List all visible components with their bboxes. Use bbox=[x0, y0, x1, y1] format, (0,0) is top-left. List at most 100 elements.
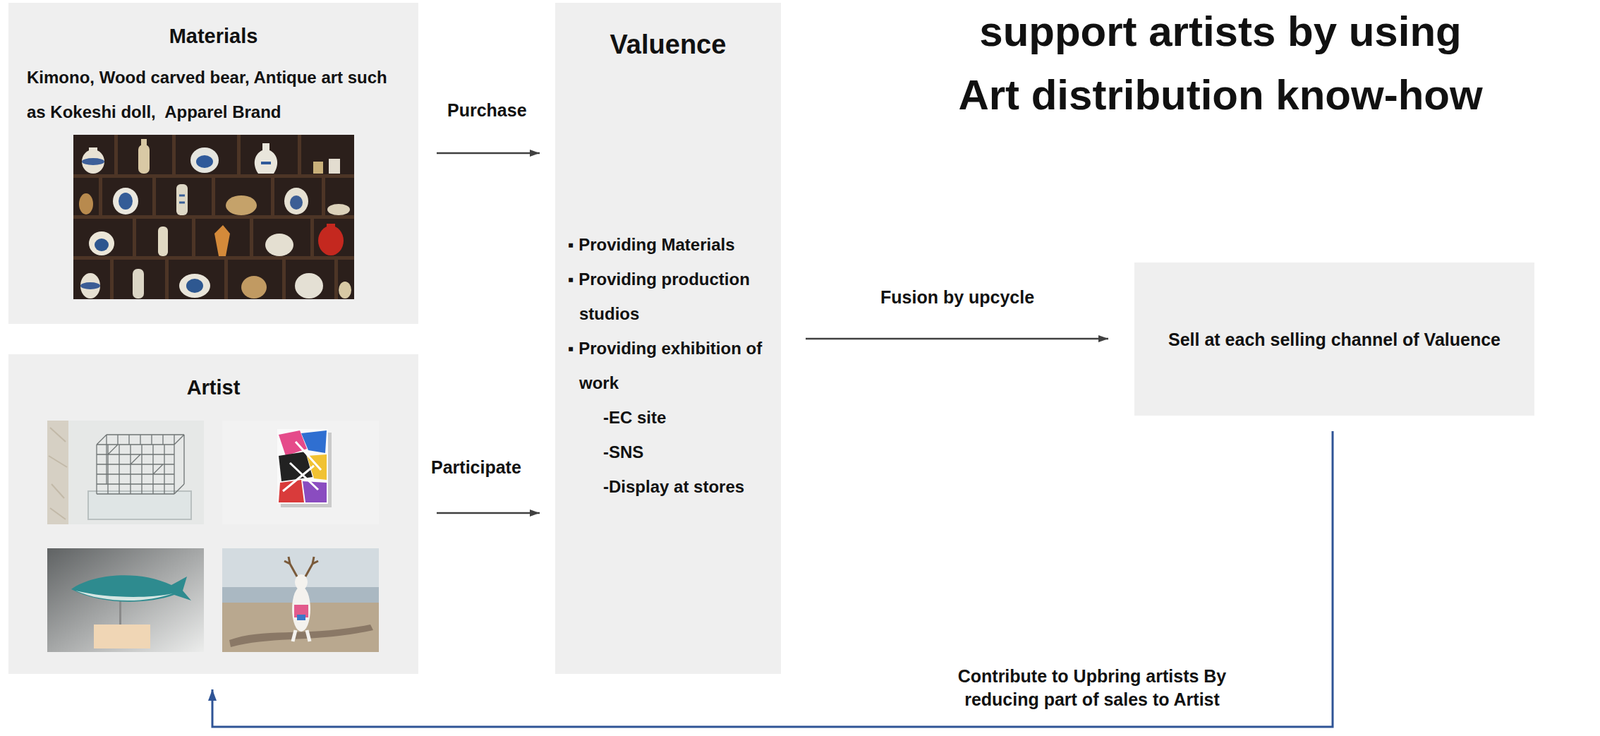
vases-part bbox=[261, 161, 271, 165]
source-box: MaterialsKimono, Wood carved bear, Antiq… bbox=[8, 2, 419, 324]
vases-part bbox=[328, 158, 341, 174]
painting-photo-part bbox=[301, 430, 327, 453]
vases-part bbox=[327, 203, 350, 216]
vases-part bbox=[214, 225, 230, 257]
box-heading: Artist bbox=[8, 375, 419, 400]
box-text: -SNS bbox=[555, 434, 781, 470]
box-text: ▪ Providing production studios bbox=[555, 261, 781, 331]
deer-figure-photo-part bbox=[292, 586, 311, 632]
vases-part bbox=[79, 193, 94, 215]
vases-part bbox=[118, 192, 133, 210]
antique-shelf-photo-part-part bbox=[73, 215, 355, 219]
vases-part bbox=[225, 195, 257, 216]
vases-part bbox=[176, 184, 188, 216]
vases-part bbox=[265, 233, 294, 257]
sales-box: Sell at each selling channel of Valuence bbox=[1134, 262, 1535, 416]
vases-part bbox=[81, 158, 105, 166]
painting-photo-part bbox=[302, 481, 327, 503]
wire-sculpture-photo-part bbox=[47, 420, 69, 525]
deer-figure-photo-part bbox=[284, 556, 319, 577]
antique-shelf-photo-part-part bbox=[152, 177, 156, 216]
wire-sculpture-photo-part bbox=[88, 491, 192, 520]
whale-sculpture-photo-part bbox=[71, 574, 192, 602]
antique-shelf-photo-part-part bbox=[334, 259, 338, 300]
whale-sculpture-photo-part bbox=[47, 548, 204, 652]
antique-shelf-photo-part-part bbox=[249, 218, 254, 257]
vases-part bbox=[318, 225, 344, 256]
vases-part bbox=[112, 187, 139, 215]
vases-part bbox=[241, 275, 267, 299]
antique-shelf-photo-part-part bbox=[321, 177, 326, 216]
antique-shelf-photo-part-part bbox=[270, 177, 275, 216]
antique-shelf-photo-part-part bbox=[191, 218, 196, 257]
edge-label: Participate bbox=[431, 455, 522, 480]
antique-shelf-photo-part-part bbox=[224, 259, 228, 300]
vases-part bbox=[179, 195, 185, 203]
vases-part bbox=[196, 155, 214, 168]
flow-arrow bbox=[436, 152, 540, 155]
box-text: Kimono, Wood carved bear, Antique art su… bbox=[26, 59, 410, 130]
painting-photo-part bbox=[222, 420, 379, 525]
deer-figure-photo-part bbox=[292, 629, 310, 642]
deer-figure-photo-part bbox=[294, 574, 308, 590]
antique-shelf-photo-part-part bbox=[211, 177, 216, 216]
vases-part bbox=[338, 281, 352, 299]
diagram-title: support artists by using Art distributio… bbox=[846, 0, 1595, 127]
vases-part bbox=[289, 195, 303, 210]
deer-figure-photo-part bbox=[297, 614, 306, 621]
vases-part bbox=[132, 268, 144, 299]
flow-arrow bbox=[805, 337, 1109, 341]
vases-part bbox=[141, 138, 147, 147]
box-text: ▪ Providing exhibition of work bbox=[555, 330, 781, 400]
antique-shelf-photo-part-part bbox=[165, 259, 169, 300]
whale-sculpture-photo-part bbox=[75, 590, 173, 601]
artwork-photos bbox=[8, 417, 419, 665]
antique-shelf-photo-part-part bbox=[237, 134, 241, 175]
deer-figure-photo-part bbox=[222, 548, 379, 652]
antique-shelf-photo-part-part bbox=[73, 256, 355, 260]
vases-part bbox=[294, 273, 324, 299]
box-text: ▪ Providing Materials bbox=[555, 227, 781, 262]
vases-part bbox=[313, 161, 324, 174]
painting-photo-part bbox=[282, 441, 321, 492]
antique-shelf-photo-part-part bbox=[282, 259, 286, 300]
wire-sculpture-photo-part bbox=[48, 427, 68, 520]
edge-label: Fusion by upcycle bbox=[880, 285, 1035, 309]
antique-shelf-photo-part-part bbox=[310, 218, 314, 257]
antique-shelf-photo-part-part bbox=[73, 174, 355, 178]
vases-part bbox=[88, 231, 115, 256]
antique-shelf-photo-part bbox=[73, 134, 355, 300]
vases bbox=[79, 138, 352, 299]
vases-part bbox=[190, 147, 219, 173]
flow-arrow bbox=[436, 512, 540, 515]
wire-sculpture-photo bbox=[47, 420, 204, 525]
whale-sculpture-photo-part bbox=[93, 624, 151, 649]
deer-figure-photo bbox=[222, 548, 379, 652]
vases-part bbox=[80, 273, 101, 299]
whale-sculpture-photo-part bbox=[119, 598, 122, 628]
source-box: Artist bbox=[8, 354, 419, 674]
antique-shelf-photo-part-part bbox=[110, 259, 114, 300]
box-text: -Display at stores bbox=[555, 469, 781, 504]
antique-shelf-photo-part-part bbox=[172, 134, 176, 175]
box-heading: Materials bbox=[8, 23, 419, 49]
whale-sculpture-photo bbox=[47, 548, 204, 652]
antique-shelf-photo-part-part bbox=[114, 134, 118, 175]
edge-label: Purchase bbox=[447, 98, 527, 123]
vases-part bbox=[186, 278, 204, 293]
vases-part bbox=[158, 226, 168, 257]
vases-part bbox=[80, 282, 101, 290]
painting-photo-part bbox=[277, 428, 329, 504]
antique-shelf-photo bbox=[73, 134, 355, 300]
wire-sculpture-photo-part bbox=[47, 420, 204, 525]
antique-shelf-photo-part-part bbox=[297, 134, 302, 175]
vases-part bbox=[94, 238, 109, 252]
antique-shelf-photo-part bbox=[73, 134, 355, 300]
antique-shelf-photo-part-part bbox=[98, 177, 103, 216]
antique-shelf-photo-part-part bbox=[132, 218, 137, 257]
vases-part bbox=[88, 147, 98, 152]
box-heading: Sell at each selling channel of Valuence bbox=[1140, 323, 1529, 355]
vases-part bbox=[179, 273, 211, 298]
vases-part bbox=[81, 149, 105, 174]
box-text: -EC site bbox=[555, 400, 781, 435]
